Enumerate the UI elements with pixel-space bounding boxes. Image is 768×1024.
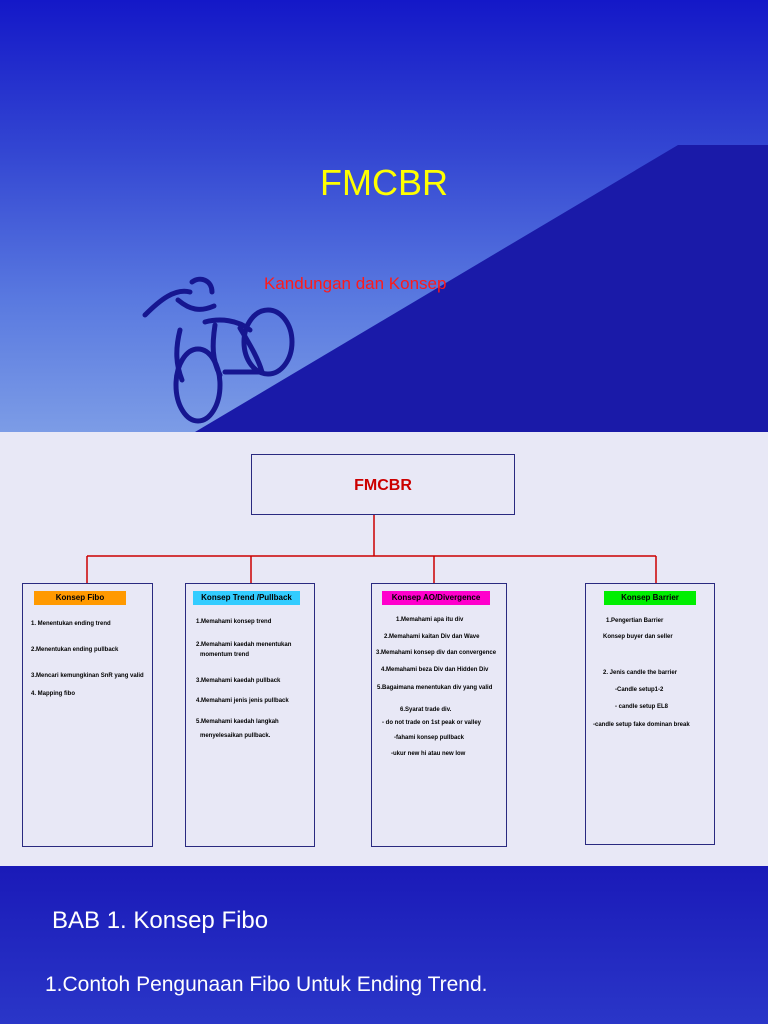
branch-item: 4.Memahami jenis jenis pullback (196, 698, 289, 704)
branch-item: -Candle setup1-2 (615, 687, 664, 693)
branch-item: -fahami konsep pullback (394, 735, 465, 741)
cyclist-icon (142, 276, 295, 424)
branch-konsep-barrier: Konsep Barrier 1.Pengertian Barrier Kons… (585, 583, 715, 845)
branch-item: 5.Memahami kaedah langkah (196, 719, 279, 725)
branch-label: Konsep Barrier (604, 591, 696, 605)
concept-map-slide: FMCBR Konsep Fibo 1. Menentukan ending t… (0, 432, 768, 866)
branch-item: - do not trade on 1st peak or valley (382, 720, 482, 726)
connector-lines (86, 515, 657, 583)
branch-konsep-fibo: Konsep Fibo 1. Menentukan ending trend 2… (22, 583, 153, 847)
branch-item: 2.Menentukan ending pullback (31, 647, 119, 653)
branch-item: momentum trend (200, 652, 250, 658)
branch-item: 2. Jenis candle the barrier (603, 670, 678, 676)
branch-item: -ukur new hi atau new low (391, 751, 466, 757)
branch-konsep-ao-divergence: Konsep AO/Divergence 1.Memahami apa itu … (371, 583, 507, 847)
branch-item: - candle setup EL8 (615, 704, 669, 710)
branch-label: Konsep Fibo (34, 591, 126, 605)
branch-label: Konsep AO/Divergence (382, 591, 490, 605)
chapter-slide: BAB 1. Konsep Fibo 1.Contoh Pengunaan Fi… (0, 866, 768, 1024)
branch-item: 6.Syarat trade div. (400, 707, 452, 713)
branch-item: 3.Mencari kemungkinan SnR yang valid (31, 673, 144, 679)
branch-item: 5.Bagaimana menentukan div yang valid (377, 685, 493, 691)
title-slide: FMCBR Kandungan dan Konsep (0, 0, 768, 432)
branch-item: 1.Pengertian Barrier (606, 618, 664, 624)
slide-subtitle: Kandungan dan Konsep (264, 274, 447, 293)
branch-item: 1. Menentukan ending trend (31, 621, 111, 627)
branch-item: menyelesaikan pullback. (200, 733, 271, 739)
branch-item: 3.Memahami kaedah pullback (196, 678, 281, 684)
slide-background-art (142, 145, 768, 432)
slide-title: FMCBR (320, 162, 448, 203)
dark-slope-shape (195, 145, 768, 432)
branch-item: -candle setup fake dominan break (593, 722, 690, 728)
branch-konsep-trend-pullback: Konsep Trend /Pullback 1.Memahami konsep… (185, 583, 315, 847)
root-node: FMCBR (251, 454, 515, 515)
branch-item: 4. Mapping fibo (31, 691, 75, 697)
branch-item: 2.Memahami kaitan Div dan Wave (384, 634, 480, 640)
branch-item: 2.Memahami kaedah menentukan (196, 642, 292, 648)
chapter-text: 1.Contoh Pengunaan Fibo Untuk Ending Tre… (45, 973, 488, 996)
branch-item: Konsep buyer dan seller (603, 634, 673, 640)
branch-item: 4.Memahami beza Div dan Hidden Div (381, 667, 489, 673)
branch-item: 1.Memahami apa itu div (396, 617, 464, 623)
branch-label: Konsep Trend /Pullback (193, 591, 300, 605)
root-node-label: FMCBR (354, 477, 412, 494)
chapter-title: BAB 1. Konsep Fibo (52, 907, 269, 934)
branch-item: 3.Memahami konsep div dan convergence (376, 650, 497, 656)
branch-item: 1.Memahami konsep trend (196, 619, 272, 625)
